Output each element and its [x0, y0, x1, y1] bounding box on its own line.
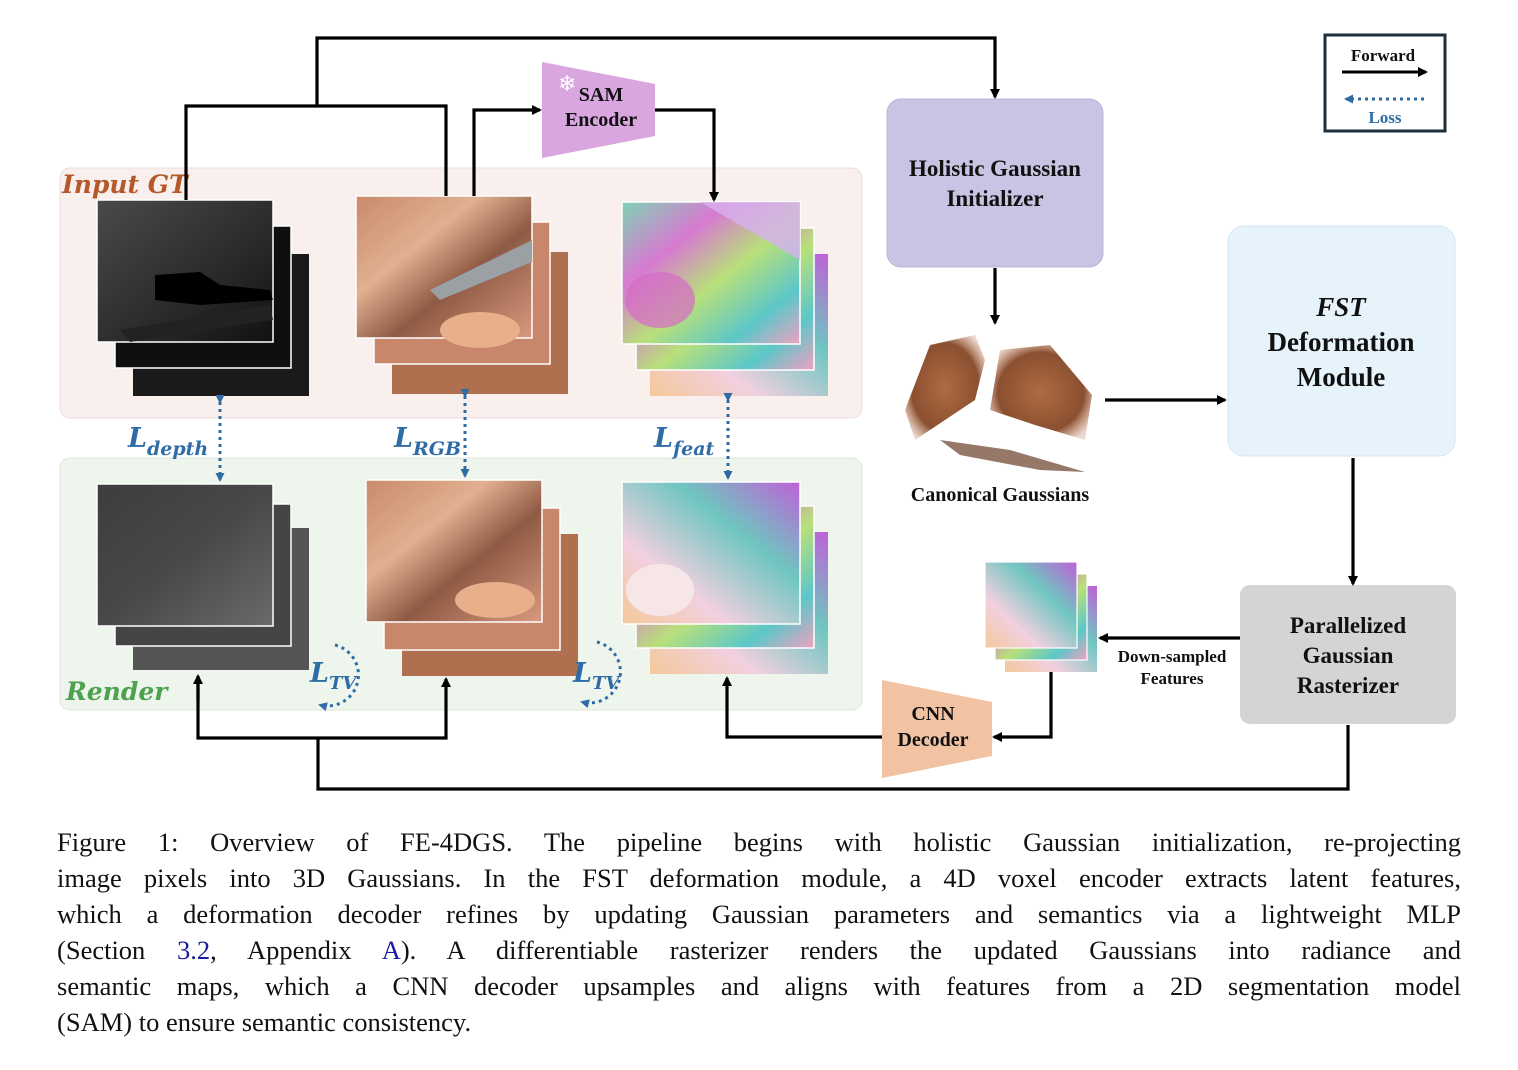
downsampled-features-label-1: Down-sampled: [1118, 647, 1227, 666]
render-rgb-stack: [365, 479, 578, 676]
svg-text:Module: Module: [1297, 362, 1386, 392]
render-label: Render: [65, 677, 169, 706]
legend-loss-label: Loss: [1368, 108, 1401, 127]
caption-line-4: (Section 3.2, Appendix A). A differentia…: [57, 935, 1462, 965]
svg-text:Decoder: Decoder: [897, 729, 968, 751]
caption-line-2: image pixels into 3D Gaussians. In the F…: [57, 863, 1461, 893]
svg-text:SAM: SAM: [579, 84, 624, 106]
loss-tv-rgb-label: LTV: [572, 658, 621, 694]
svg-text:Holistic Gaussian: Holistic Gaussian: [909, 156, 1081, 181]
fst-deformation-module: FST Deformation Module: [1227, 225, 1456, 457]
svg-text:Rasterizer: Rasterizer: [1297, 673, 1399, 698]
svg-text:Initializer: Initializer: [946, 186, 1043, 211]
pipeline-diagram: Input GT Render: [59, 33, 1456, 791]
legend-forward-label: Forward: [1351, 46, 1416, 65]
canonical-gaussians-image: [898, 326, 1101, 478]
snowflake-icon: ❄: [558, 72, 576, 97]
svg-text:FST: FST: [1315, 292, 1367, 322]
appendix-link[interactable]: A: [381, 935, 401, 965]
caption-line-5: semantic maps, which a CNN decoder upsam…: [57, 971, 1461, 1001]
svg-text:Encoder: Encoder: [565, 109, 637, 131]
loss-tv-depth-label: LTV: [309, 658, 358, 694]
render-depth-stack: [96, 483, 309, 670]
input-gt-label: Input GT: [61, 170, 190, 199]
caption-line-3: which a deformation decoder refines by u…: [57, 899, 1461, 929]
parallelized-gaussian-rasterizer: Parallelized Gaussian Rasterizer: [1240, 585, 1456, 724]
section-link[interactable]: 3.2: [177, 935, 211, 965]
legend: Forward Loss: [1323, 33, 1447, 133]
render-feature-stack: [621, 481, 828, 674]
svg-text:Deformation: Deformation: [1268, 327, 1415, 357]
loss-feat-label: Lfeat: [653, 423, 715, 460]
downsampled-feature-stack: [984, 561, 1097, 672]
forward-connectors: [184, 36, 1358, 791]
loss-rgb-label: LRGB: [393, 423, 461, 460]
svg-text:Parallelized: Parallelized: [1290, 613, 1406, 638]
caption-line-6: (SAM) to ensure semantic consistency.: [57, 1007, 472, 1037]
canonical-gaussians-label: Canonical Gaussians: [911, 484, 1090, 506]
downsampled-features-label-2: Features: [1141, 669, 1204, 688]
input-feature-stack: [621, 201, 828, 396]
svg-text:Gaussian: Gaussian: [1303, 643, 1394, 668]
input-rgb-stack: [355, 195, 568, 394]
sam-encoder: ❄ SAM Encoder: [542, 62, 655, 158]
cnn-decoder: CNN Decoder: [882, 680, 992, 778]
loss-depth-label: Ldepth: [127, 423, 208, 460]
svg-text:CNN: CNN: [911, 703, 955, 725]
figure-caption: Figure 1: Overview of FE-4DGS. The pipel…: [57, 824, 1461, 1040]
caption-line-1: Figure 1: Overview of FE-4DGS. The pipel…: [57, 827, 1461, 857]
holistic-gaussian-initializer: Holistic Gaussian Initializer: [886, 98, 1104, 268]
input-depth-stack: [96, 199, 309, 396]
